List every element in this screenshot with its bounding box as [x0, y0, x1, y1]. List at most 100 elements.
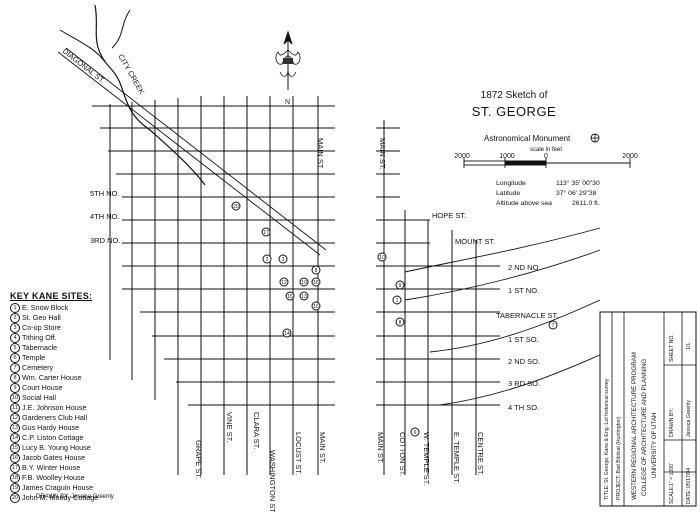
key-item-name: James Craguin House	[22, 482, 94, 492]
site-marker-number: 7	[552, 323, 555, 329]
longitude-label: Longitude	[496, 180, 526, 187]
site-marker[interactable]	[410, 427, 420, 437]
site-marker-number: 6	[414, 430, 417, 436]
third-north-label: 3RD NO.	[90, 236, 120, 245]
sheet-label: SHEET NO.	[669, 334, 675, 362]
site-marker[interactable]	[377, 252, 387, 262]
title-block-project: PROJECT: Bad Biblical (Huntington)	[616, 416, 622, 500]
key-item-name: Temple	[22, 352, 46, 362]
cotton-st-label: COTTON ST.	[398, 432, 407, 476]
site-marker-number: 9	[399, 283, 402, 289]
fourth-south-label: 4 TH SO.	[508, 403, 539, 412]
date-value: 05/17/04	[686, 468, 692, 488]
site-marker[interactable]	[278, 254, 288, 264]
key-item-name: F.B. Woolley House	[22, 472, 85, 482]
key-item-number: 7	[10, 362, 20, 373]
key-item-number: 2	[10, 312, 20, 323]
key-item-number: 3	[10, 322, 20, 333]
key-item-number: 6	[10, 352, 20, 363]
site-marker[interactable]	[548, 320, 558, 330]
site-marker[interactable]	[262, 254, 272, 264]
title-block-title: TITLE: St. George, Kane & Eng. Lot histo…	[604, 378, 610, 500]
site-marker[interactable]	[395, 280, 405, 290]
key-item-number: 10	[10, 392, 20, 403]
key-item-number: 13	[10, 422, 20, 433]
main-st-label: MAIN ST.	[316, 138, 325, 170]
key-item-number: 5	[10, 342, 20, 353]
site-marker[interactable]	[282, 328, 292, 338]
key-heading: KEY KANE SITES:	[10, 291, 93, 301]
key-item-name: Cemetery	[22, 362, 54, 372]
key-item-name: C.P. Liston Cottage	[22, 432, 84, 442]
program-line-2: COLLEGE OF ARCHITECTURE AND PLANNING	[641, 359, 648, 496]
centre-st-label: CENTRE ST.	[476, 432, 485, 476]
e-temple-st-label: E. TEMPLE ST.	[452, 432, 461, 484]
north-arrow-icon	[275, 30, 301, 90]
key-item-name: Wm. Carter House	[22, 372, 82, 382]
key-item-name: John M. Moody Cottage	[22, 492, 99, 502]
third-south-label: 3 RD SO.	[508, 379, 540, 388]
creek-branch-line	[59, 9, 131, 63]
site-marker[interactable]	[261, 227, 271, 237]
washington-st-label: WASHINGTON ST.	[268, 450, 277, 512]
diagonal-street-line	[57, 47, 327, 256]
site-marker[interactable]	[299, 291, 309, 301]
vine-st-label: VINE ST.	[225, 412, 234, 442]
site-marker[interactable]	[231, 201, 241, 211]
second-north-label: 2 ND NO.	[508, 263, 541, 272]
program-line-3: UNIVERSITY OF UTAH	[651, 413, 658, 478]
scale-ticks: 2000 1000 0 2000	[454, 153, 638, 160]
grape-st-label: GRAPE ST.	[194, 440, 203, 479]
scale-label: SCALE:	[669, 486, 675, 504]
site-marker-number: 13	[301, 294, 307, 300]
site-marker-number: 8	[399, 320, 402, 326]
clara-st-label: CLARA ST.	[252, 412, 261, 450]
city-creek-label: CITY CREEK	[116, 53, 146, 96]
wash-line-1	[404, 227, 601, 273]
latitude-value: 37° 06' 29"38	[556, 189, 597, 197]
hope-st-label: HOPE ST.	[432, 211, 466, 220]
site-marker[interactable]	[311, 277, 321, 287]
latitude-label: Latitude	[496, 190, 520, 197]
street-grid-east	[376, 120, 500, 475]
site-marker-number: 17	[263, 230, 269, 236]
monument-label: Astronomical Monument	[484, 134, 571, 143]
site-marker[interactable]	[299, 277, 309, 287]
site-marker-number: 18	[313, 280, 319, 286]
site-markers: 20 17 2 3 12 10 8 18 15 13 16 14 10 9 1 …	[231, 201, 558, 437]
site-marker[interactable]	[285, 291, 295, 301]
fifth-north-label: 5TH NO.	[90, 189, 120, 198]
site-marker[interactable]	[311, 265, 321, 275]
monument-symbol-icon	[590, 133, 600, 143]
drawn-by-label: DRAWN BY:	[669, 408, 675, 437]
site-marker[interactable]	[279, 277, 289, 287]
site-marker[interactable]	[392, 295, 402, 305]
site-marker[interactable]	[395, 317, 405, 327]
locust-st-label: LOCUST ST.	[294, 432, 303, 475]
sheet-value: 1/1	[686, 343, 692, 350]
first-south-label: 1 ST SO.	[508, 335, 539, 344]
map-title-line2: ST. GEORGE	[472, 104, 556, 119]
key-item-name: E. Snow Block	[22, 302, 69, 312]
site-marker[interactable]	[311, 301, 321, 311]
altitude-label: Altitude above sea	[496, 200, 552, 207]
key-item-number: 8	[10, 372, 20, 383]
fourth-north-label: 4TH NO.	[90, 212, 120, 221]
program-line-1: WESTERN REGIONAL ARCHITECTURE PROGRAM	[631, 352, 638, 500]
